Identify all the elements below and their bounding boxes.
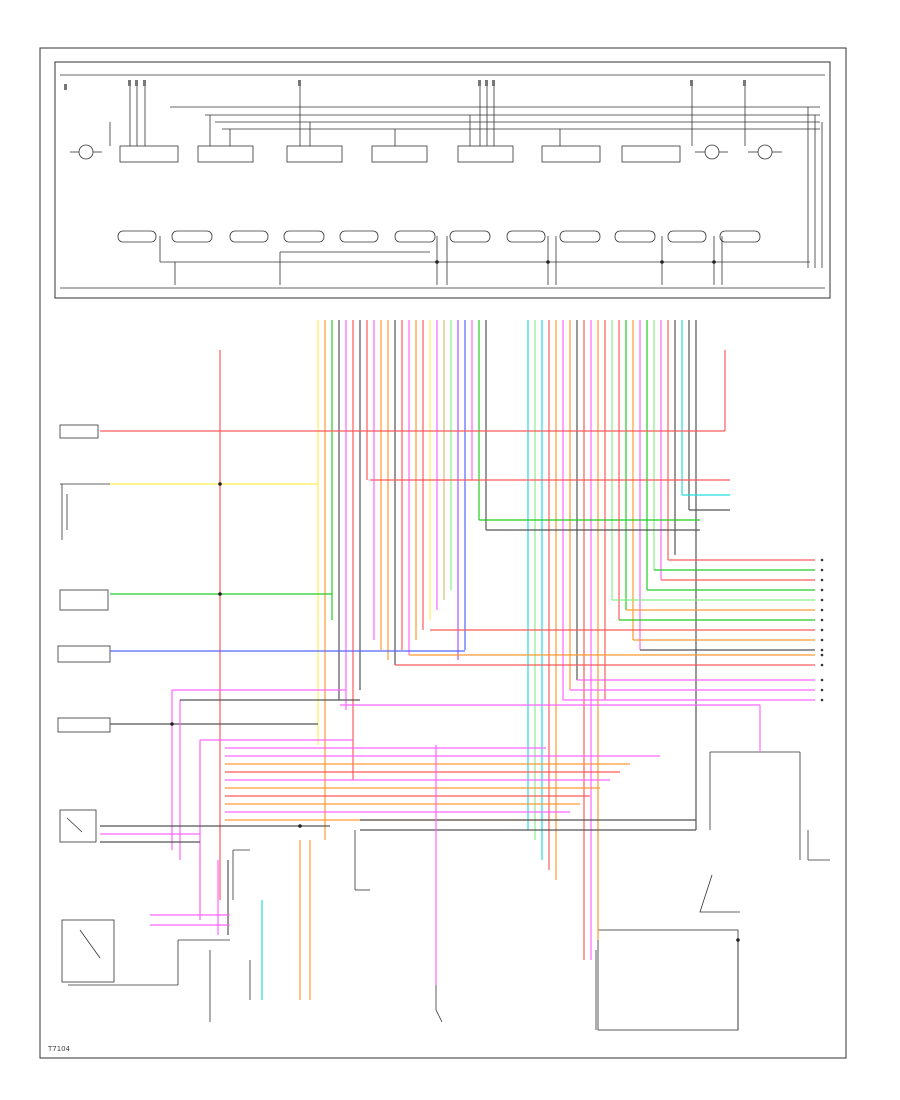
indicator-lamp (614, 230, 656, 243)
splice-dot (435, 260, 439, 264)
gauge-symbol (286, 145, 343, 163)
indicator-lamp (719, 230, 761, 243)
splice-dot (218, 482, 222, 486)
connector-ticks (64, 80, 746, 90)
splice-dot (170, 722, 174, 726)
gauge-symbol (197, 145, 254, 163)
left-side-wires (100, 350, 761, 920)
indicator-lamp (506, 230, 546, 243)
splice-dot (736, 938, 740, 942)
splice-dot (712, 260, 716, 264)
ignition-switch-symbol (61, 919, 115, 983)
splice-dot (218, 592, 222, 596)
sensor-symbol (57, 645, 111, 663)
right-terminal-dots (820, 558, 824, 702)
lower-wire-drops (150, 745, 592, 1000)
connector-c-block (100, 747, 696, 843)
gauge-row (70, 144, 782, 163)
gauge-symbol (119, 145, 179, 163)
left-components (57, 424, 230, 986)
gauge-symbol (541, 145, 601, 163)
lamp-symbol (757, 144, 773, 160)
right-terminal-wires (370, 479, 815, 701)
indicator-lamp (449, 230, 491, 243)
right-components (209, 751, 830, 1031)
indicator-lamp (559, 230, 601, 243)
indicator-lamp-row (117, 230, 810, 285)
gauge-symbol (371, 145, 428, 163)
splice-dot (660, 260, 664, 264)
indicator-lamp (667, 230, 707, 243)
gauge-symbol (457, 145, 514, 163)
footer-code: T7104 (48, 1045, 71, 1053)
diagram-outer-frame (39, 47, 847, 1059)
lamp-symbol (78, 144, 94, 160)
lamp-symbol (704, 144, 720, 160)
splice-dot (298, 824, 302, 828)
ground-symbol (699, 874, 740, 913)
indicator-lamp (229, 230, 269, 243)
indicator-lamp (394, 230, 436, 243)
splice-points (170, 260, 740, 942)
splice-dot (546, 260, 550, 264)
fuse-block-symbol (59, 424, 99, 439)
indicator-lamp (171, 230, 213, 243)
indicator-lamp (117, 230, 157, 243)
instrument-cluster-box (54, 61, 831, 299)
indicator-lamp (283, 230, 325, 243)
relay-symbol (59, 809, 97, 843)
gauge-symbol (621, 145, 681, 163)
module-symbol (597, 929, 739, 1031)
indicator-lamp (339, 230, 379, 243)
switch-symbol (59, 589, 109, 611)
sensor-symbol (57, 717, 111, 733)
